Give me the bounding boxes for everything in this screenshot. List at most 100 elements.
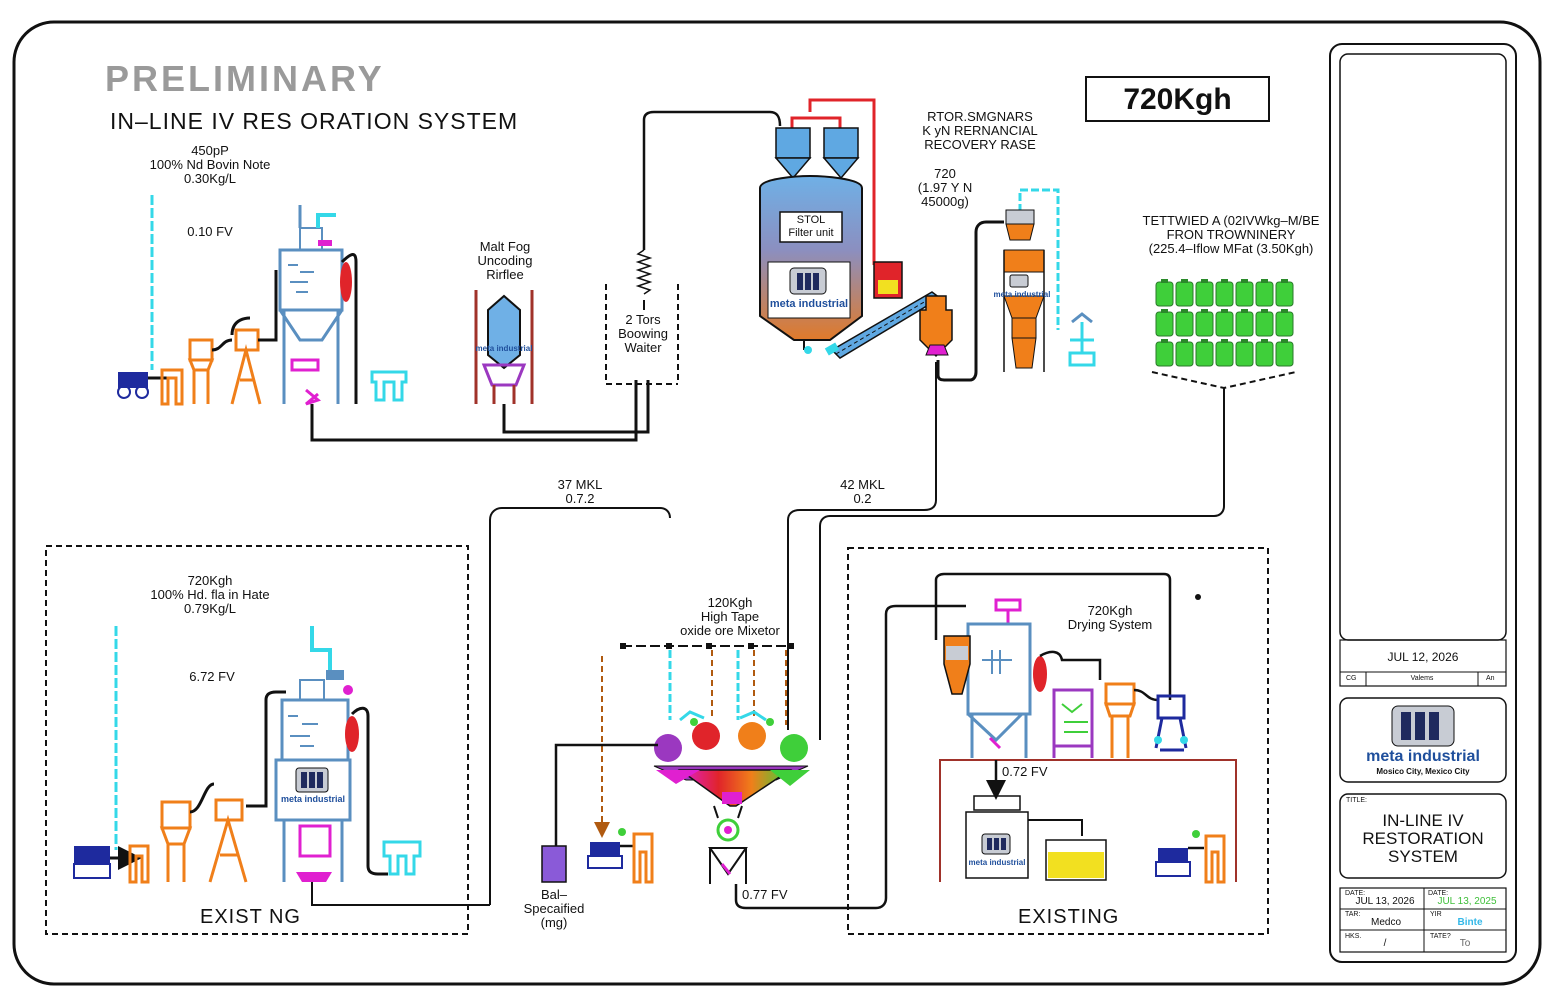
bottle-cap [1241,309,1248,313]
tors-label: 2 Tors Boowing Waiter [618,312,668,355]
mixer-label: 120Kgh High Tape oxide ore Mixetor [680,595,780,638]
existing-zone-left [45,545,469,935]
tettwied-label: TETTWIED A (02IVWkg–M/BE FRON TROWNINERY… [1142,213,1320,256]
malt-fog-label: Malt Fog Uncoding Rirflee [477,239,533,282]
revision-desc: Valems [1410,675,1434,682]
bottle [1155,311,1174,337]
revision-code: CG [1346,675,1357,682]
bottle-cap [1161,309,1168,313]
tower-brand-right: meta industrial [993,290,1051,299]
tors-enclosure [605,110,782,385]
recovery-hopper [787,220,1004,730]
bottle [1255,341,1274,367]
tate-label: TATE? [1430,933,1451,940]
title-block [1329,43,1517,963]
bottle [1155,281,1174,307]
drying-label: 720Kgh Drying System [1067,603,1153,632]
drying-system [934,572,1237,884]
fv-bottom-left: 6.72 FV [189,669,235,684]
bottom-left-line [73,626,490,906]
bottle [1235,341,1254,367]
date2-value: JUL 13, 2025 [1437,896,1497,907]
bottle [1155,341,1174,367]
bottle-cap [1181,309,1188,313]
existing-zone-right [847,547,1269,935]
bottle [1175,281,1194,307]
date1-label: DATE: [1345,890,1366,897]
bottle [1255,311,1274,337]
top-right-tower [1003,188,1096,372]
stol-label: STOL Filter unit [788,214,834,239]
fv-top-left: 0.10 FV [187,224,233,239]
tar-value: Medco [1370,917,1401,928]
bottle-cap [1161,339,1168,343]
bottle-funnel [819,371,1297,740]
rate-box: 720Kgh [1085,76,1270,122]
bottle [1175,341,1194,367]
line-37-mkl [489,507,671,905]
bottle-cap [1241,339,1248,343]
bottle [1275,311,1294,337]
bottle-cap [1181,279,1188,283]
bottle [1235,311,1254,337]
hks-value: / [1383,938,1387,949]
title-field: IN-LINE IV RESTORATION SYSTEM [1362,811,1484,866]
title-field-label: TITLE: [1346,797,1368,804]
stol-filter-unit [759,98,942,359]
bal-label: Bal– Specaified (mg) [523,887,585,930]
bottle [1275,341,1294,367]
tar-label: TAR: [1345,911,1361,918]
bottle-cap [1221,339,1228,343]
bag-station-brand: meta industrial [968,858,1026,867]
malt-fog-unit [474,290,650,434]
revision-date: JUL 12, 2026 [1387,650,1459,664]
hks-label: HKS. [1345,933,1362,940]
bottle [1195,341,1214,367]
feed-bottom-left-label: 720Kgh 100% Hd. fla in Hate 0.79Kg/L [150,573,270,616]
bottle-cap [1281,279,1288,283]
bottle-cap [1201,279,1208,283]
revision-by: An [1486,675,1495,682]
bottle-cap [1181,339,1188,343]
preliminary-stamp: PRELIMINARY [105,58,385,99]
system-title: IN–LINE IV RES ORATION SYSTEM [110,108,519,134]
bottle-cap [1221,279,1228,283]
bottle-cap [1261,309,1268,313]
line-42-label: 42 MKL 0.2 [840,477,885,506]
bottle [1195,311,1214,337]
brand-logo-text: meta industrial [1366,748,1480,765]
outer-frame [12,20,1542,986]
bottle [1215,281,1234,307]
date2-label: DATE: [1428,890,1449,897]
bottle-cap [1261,279,1268,283]
bottle [1215,311,1234,337]
bottle-cap [1201,339,1208,343]
recovery-value: 720 (1.97 Y N 45000g) [917,166,973,209]
line-37-label: 37 MKL 0.7.2 [557,477,603,506]
tower-brand-left: meta industrial [280,794,345,804]
stol-brand: meta industrial [769,298,849,310]
bottle-array[interactable] [1155,279,1294,367]
bottle-cap [1221,309,1228,313]
yir-value: Binte [1457,917,1483,928]
bottle [1175,311,1194,337]
bottle-cap [1161,279,1168,283]
existing-left-label: EXIST NG [200,906,301,928]
brand-location: Mosico City, Mexico City [1376,767,1470,776]
bottle [1255,281,1274,307]
bottle-cap [1261,339,1268,343]
fv-072: 0.72 FV [1002,764,1048,779]
bottle-cap [1281,309,1288,313]
bottle-cap [1281,339,1288,343]
bottle [1235,281,1254,307]
existing-right-label: EXISTING [1018,906,1120,928]
feed-top-left-label: 450pP 100% Nd Bovin Note 0.30Kg/L [149,143,271,186]
bottle [1275,281,1294,307]
top-left-line [117,195,638,442]
recovery-label: RTOR.SMGNARS K yN RERNANCIAL RECOVERY RA… [922,109,1038,152]
yir-label: YIR [1430,911,1442,918]
bottle [1215,341,1234,367]
mixer-assembly [541,604,966,910]
